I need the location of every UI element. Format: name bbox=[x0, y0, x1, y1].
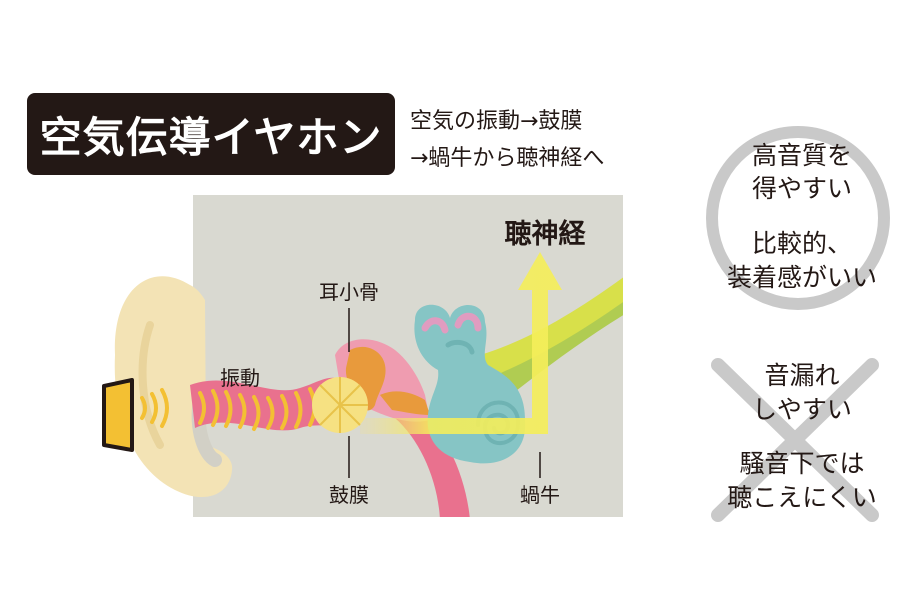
cross-mark-icon bbox=[711, 358, 879, 522]
nerve-band-yellow bbox=[480, 277, 623, 378]
sound-waves bbox=[140, 385, 331, 431]
pro-line-3: 比較的、 bbox=[751, 229, 852, 258]
eardrum bbox=[312, 377, 368, 433]
label-vibration: 振動 bbox=[220, 366, 260, 390]
description-line-2: →蝸牛から聴神経へ bbox=[410, 146, 605, 171]
con-line-1: 音漏れ bbox=[764, 361, 840, 390]
label-ossicles: 耳小骨 bbox=[319, 280, 379, 304]
description-line-1: 空気の振動→鼓膜 bbox=[410, 109, 583, 134]
stapes bbox=[380, 391, 430, 415]
con-line-2: しやすい bbox=[752, 395, 852, 424]
ear-diagram: 振動 耳小骨 鼓膜 蝸牛 聴神経 bbox=[102, 195, 623, 517]
signal-arrow bbox=[360, 252, 562, 434]
title: 空気伝導イヤホン bbox=[39, 112, 383, 162]
pro-line-4: 装着感がいい bbox=[726, 263, 877, 292]
con-line-4: 聴こえにくい bbox=[727, 483, 877, 512]
pro-line-1: 高音質を bbox=[751, 141, 852, 170]
leader-lines bbox=[348, 308, 541, 478]
label-cochlea: 蝸牛 bbox=[520, 483, 560, 507]
semicircular-canal-2 bbox=[454, 312, 482, 332]
label-auditory-nerve: 聴神経 bbox=[505, 218, 587, 250]
pro-line-2: 得やすい bbox=[751, 174, 852, 203]
title-box: 空気伝導イヤホン bbox=[27, 93, 395, 175]
semicircular-canal-3 bbox=[445, 339, 475, 355]
con-line-3: 騒音下では bbox=[739, 449, 865, 478]
circle-mark-icon bbox=[706, 126, 890, 310]
evaluation-marks bbox=[706, 126, 890, 522]
evaluation-panel: 高音質を 得やすい 比較的、 装着感がいい 音漏れ しやすい 騒音下では 聴こえ… bbox=[690, 0, 915, 610]
earphone bbox=[102, 378, 134, 452]
label-eardrum: 鼓膜 bbox=[329, 483, 369, 507]
semicircular-canal-1 bbox=[421, 317, 449, 334]
ear-fold bbox=[138, 321, 164, 449]
